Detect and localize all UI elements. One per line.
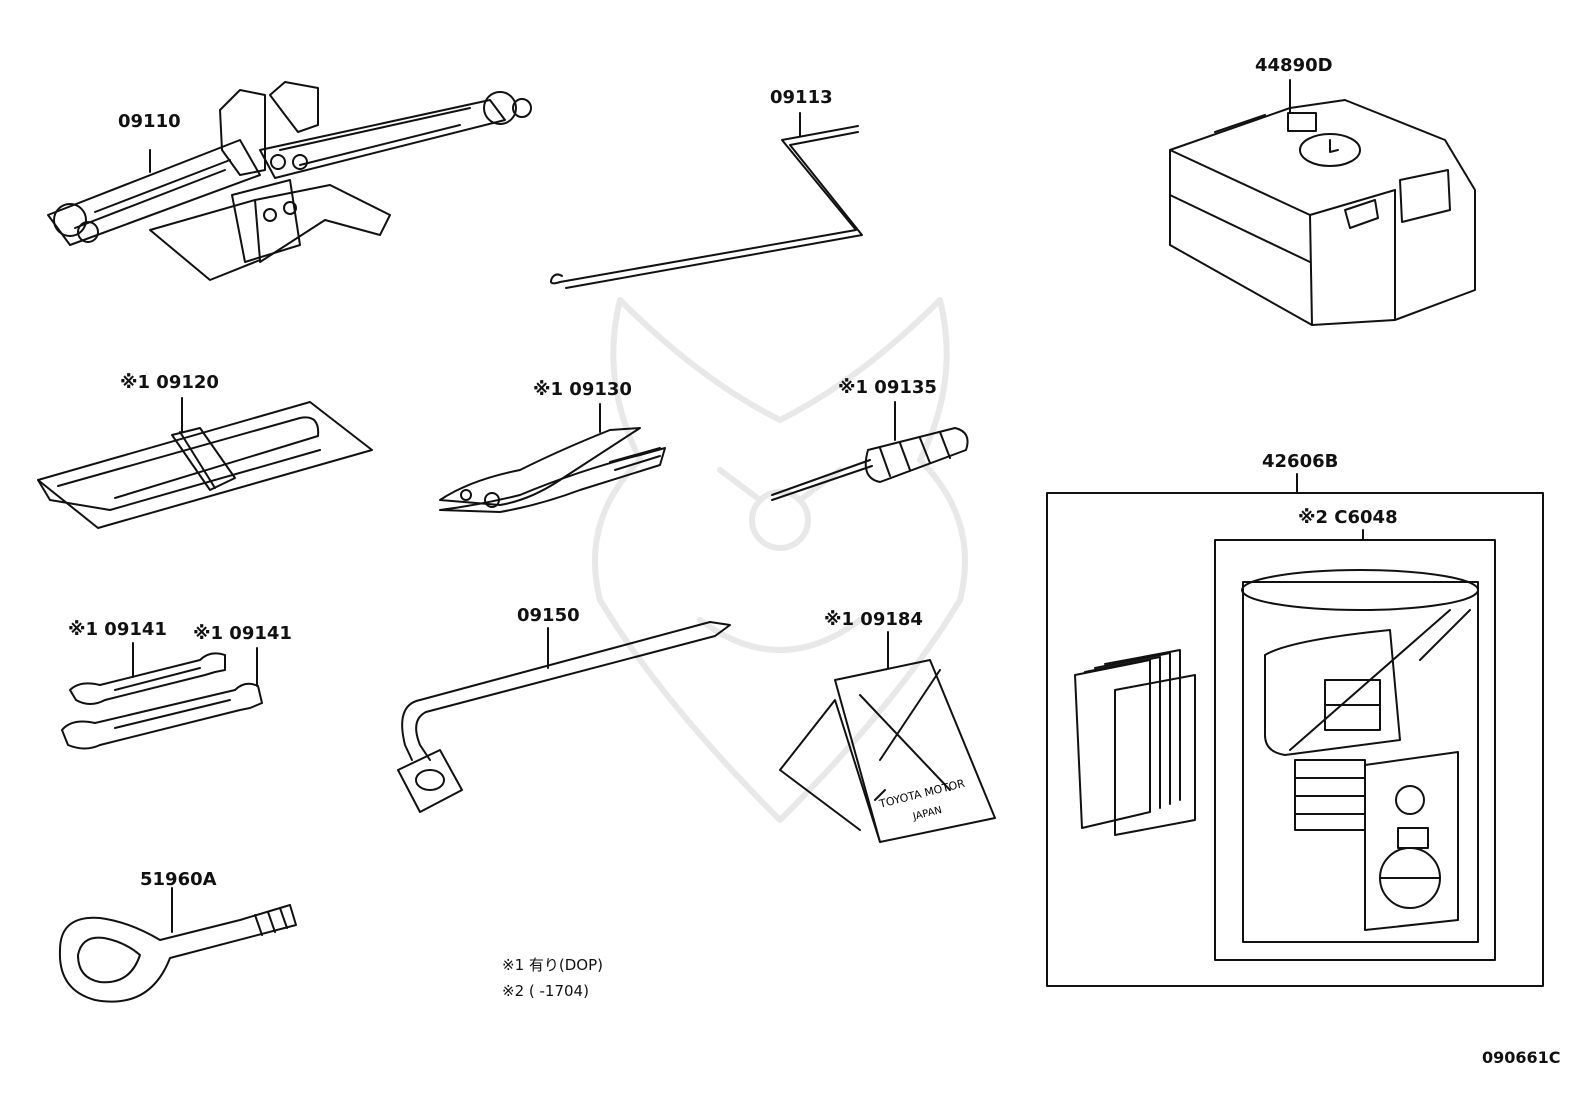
label-tool-bag: ※1 09120 — [120, 372, 219, 393]
sealant-box — [1214, 539, 1496, 961]
label-repair-kit: 42606B — [1262, 451, 1339, 472]
pliers — [439, 427, 666, 513]
label-compressor: 44890D — [1255, 55, 1333, 76]
label-lug-wrench: 09150 — [517, 605, 580, 626]
screwdriver — [771, 427, 969, 501]
label-screwdriver: ※1 09135 — [838, 377, 937, 398]
warning-triangle — [779, 659, 996, 843]
instruction-booklet — [1074, 649, 1196, 836]
label-towing-eye: 51960A — [140, 869, 217, 890]
open-end-wrench-2 — [61, 682, 263, 750]
towing-eye — [58, 904, 297, 1003]
repair-kit-box — [1046, 492, 1544, 987]
tool-bag — [37, 401, 373, 529]
figure-code: 090661C — [1482, 1048, 1561, 1067]
scissor-jack — [47, 81, 532, 281]
label-wrench-a: ※1 09141 — [68, 619, 167, 640]
open-end-wrench-1 — [69, 652, 226, 705]
tire-compressor — [1169, 99, 1476, 326]
lug-wrench — [397, 621, 731, 813]
sealant-bottle-package — [1241, 569, 1479, 943]
footnote-1: ※1 有り(DOP) — [502, 956, 603, 974]
label-wrench-b: ※1 09141 — [193, 623, 292, 644]
label-pliers: ※1 09130 — [533, 379, 632, 400]
label-sealant: ※2 C6048 — [1298, 507, 1398, 528]
label-jack-handle: 09113 — [770, 87, 833, 108]
footnote-2: ※2 ( -1704) — [502, 982, 589, 1000]
jack-handle — [550, 125, 863, 289]
label-triangle: ※1 09184 — [824, 609, 923, 630]
label-jack: 09110 — [118, 111, 181, 132]
